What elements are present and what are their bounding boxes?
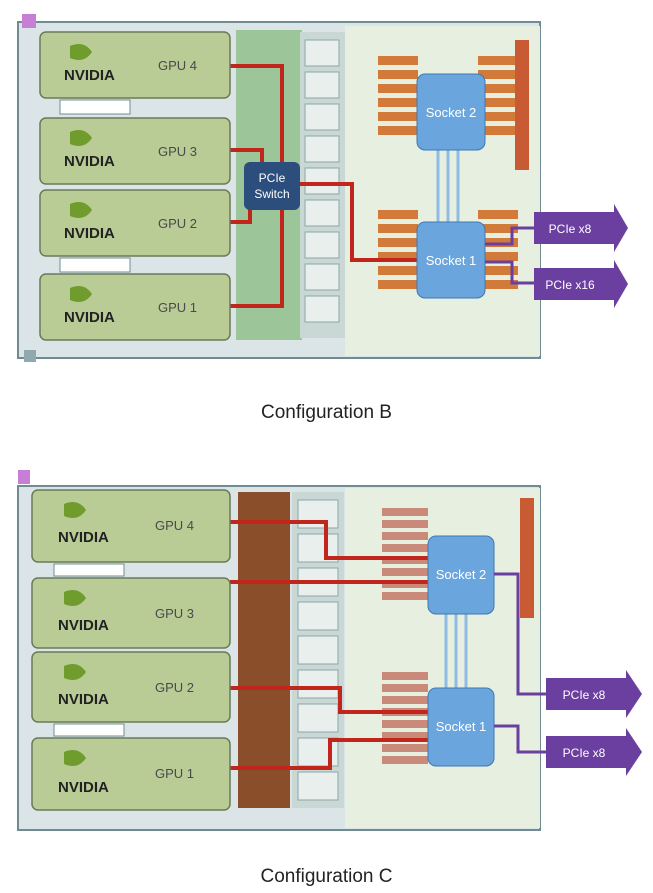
configuration-c: NVIDIA GPU 4 NVIDIA GPU 3 NVIDIA GPU 2 N…: [0, 458, 653, 893]
dimm-bank-top: [378, 56, 518, 135]
pcie-output-label: PCIe x8: [563, 688, 606, 702]
nvidia-logo-icon: [70, 202, 92, 218]
nvidia-logo-icon: [64, 750, 86, 766]
gpu-bracket-strips: [59, 99, 131, 273]
gpu-vendor: NVIDIA: [64, 153, 115, 170]
gpu-label: GPU 4: [158, 58, 197, 73]
gpu-vendor: NVIDIA: [64, 309, 115, 326]
pcie-output-label: PCIe x8: [549, 222, 592, 236]
nvidia-logo-icon: [64, 664, 86, 680]
chassis-corner-tab: [22, 14, 36, 28]
power-connector: [515, 40, 529, 170]
gpu-card-1: NVIDIA GPU 1: [31, 737, 231, 811]
pcie-output-arrow-1: PCIe x8: [546, 670, 642, 718]
nvidia-logo-icon: [64, 502, 86, 518]
cpu-pcie-links: [485, 226, 534, 285]
fan-slots: [304, 39, 340, 323]
nvidia-logo-icon: [70, 44, 92, 60]
gpu-card-2: NVIDIA GPU 2: [39, 189, 231, 257]
gpu-label: GPU 2: [155, 680, 194, 695]
switch-label-line1: PCIe: [259, 171, 286, 185]
socket-1: Socket 1: [416, 221, 486, 299]
pcie-links: [230, 520, 428, 770]
socket-label: Socket 1: [436, 719, 487, 734]
gpu-label: GPU 3: [155, 606, 194, 621]
configuration-b: NVIDIA GPU 4 NVIDIA GPU 3 NVIDIA GPU 2 N…: [0, 0, 653, 440]
gpu-card-1: NVIDIA GPU 1: [39, 273, 231, 341]
gpu-label: GPU 1: [158, 300, 197, 315]
socket-label: Socket 1: [426, 253, 477, 268]
socket-label: Socket 2: [436, 567, 487, 582]
upi-links: [444, 614, 468, 688]
nvidia-logo-icon: [70, 130, 92, 146]
gpu-vendor: NVIDIA: [64, 225, 115, 242]
gpu-card-2: NVIDIA GPU 2: [31, 651, 231, 723]
gpu-card-3: NVIDIA GPU 3: [31, 577, 231, 649]
gpu-bracket-strips: [53, 563, 125, 737]
caption-config-b: Configuration B: [261, 402, 392, 423]
cpu-pcie-links: [494, 572, 546, 754]
power-connector: [520, 498, 534, 618]
gpu-vendor: NVIDIA: [58, 691, 109, 708]
gpu-label: GPU 3: [158, 144, 197, 159]
gpu-card-4: NVIDIA GPU 4: [39, 31, 231, 99]
gpu-card-4: NVIDIA GPU 4: [31, 489, 231, 563]
socket-2: Socket 2: [416, 73, 486, 151]
upi-links: [436, 150, 460, 222]
gpu-label: GPU 4: [155, 518, 194, 533]
nvidia-logo-icon: [70, 286, 92, 302]
pcie-output-label: PCIe x8: [563, 746, 606, 760]
config-c-diagram: NVIDIA GPU 4 NVIDIA GPU 3 NVIDIA GPU 2 N…: [17, 470, 642, 831]
chassis-corner-tab: [18, 470, 30, 484]
chassis-foot: [24, 350, 36, 362]
fan-slots: [297, 499, 339, 801]
nvidia-logo-icon: [64, 590, 86, 606]
pcie-output-arrow-1: PCIe x8: [534, 204, 628, 252]
gpu-vendor: NVIDIA: [58, 779, 109, 796]
pcie-output-label: PCIe x16: [545, 278, 595, 292]
caption-config-c: Configuration C: [260, 866, 393, 887]
socket-label: Socket 2: [426, 105, 477, 120]
pcie-output-arrow-2: PCIe x16: [534, 260, 628, 308]
socket-2: Socket 2: [427, 535, 495, 615]
config-b-diagram: NVIDIA GPU 4 NVIDIA GPU 3 NVIDIA GPU 2 N…: [17, 14, 628, 362]
gpu-label: GPU 2: [158, 216, 197, 231]
gpu-vendor: NVIDIA: [58, 617, 109, 634]
riser-board: [238, 492, 290, 808]
pcie-switch: PCIe Switch: [244, 162, 300, 210]
gpu-label: GPU 1: [155, 766, 194, 781]
socket-1: Socket 1: [427, 687, 495, 767]
switch-label-line2: Switch: [254, 187, 289, 201]
gpu-vendor: NVIDIA: [58, 529, 109, 546]
gpu-vendor: NVIDIA: [64, 67, 115, 84]
pcie-output-arrow-2: PCIe x8: [546, 728, 642, 776]
gpu-card-3: NVIDIA GPU 3: [39, 117, 231, 185]
